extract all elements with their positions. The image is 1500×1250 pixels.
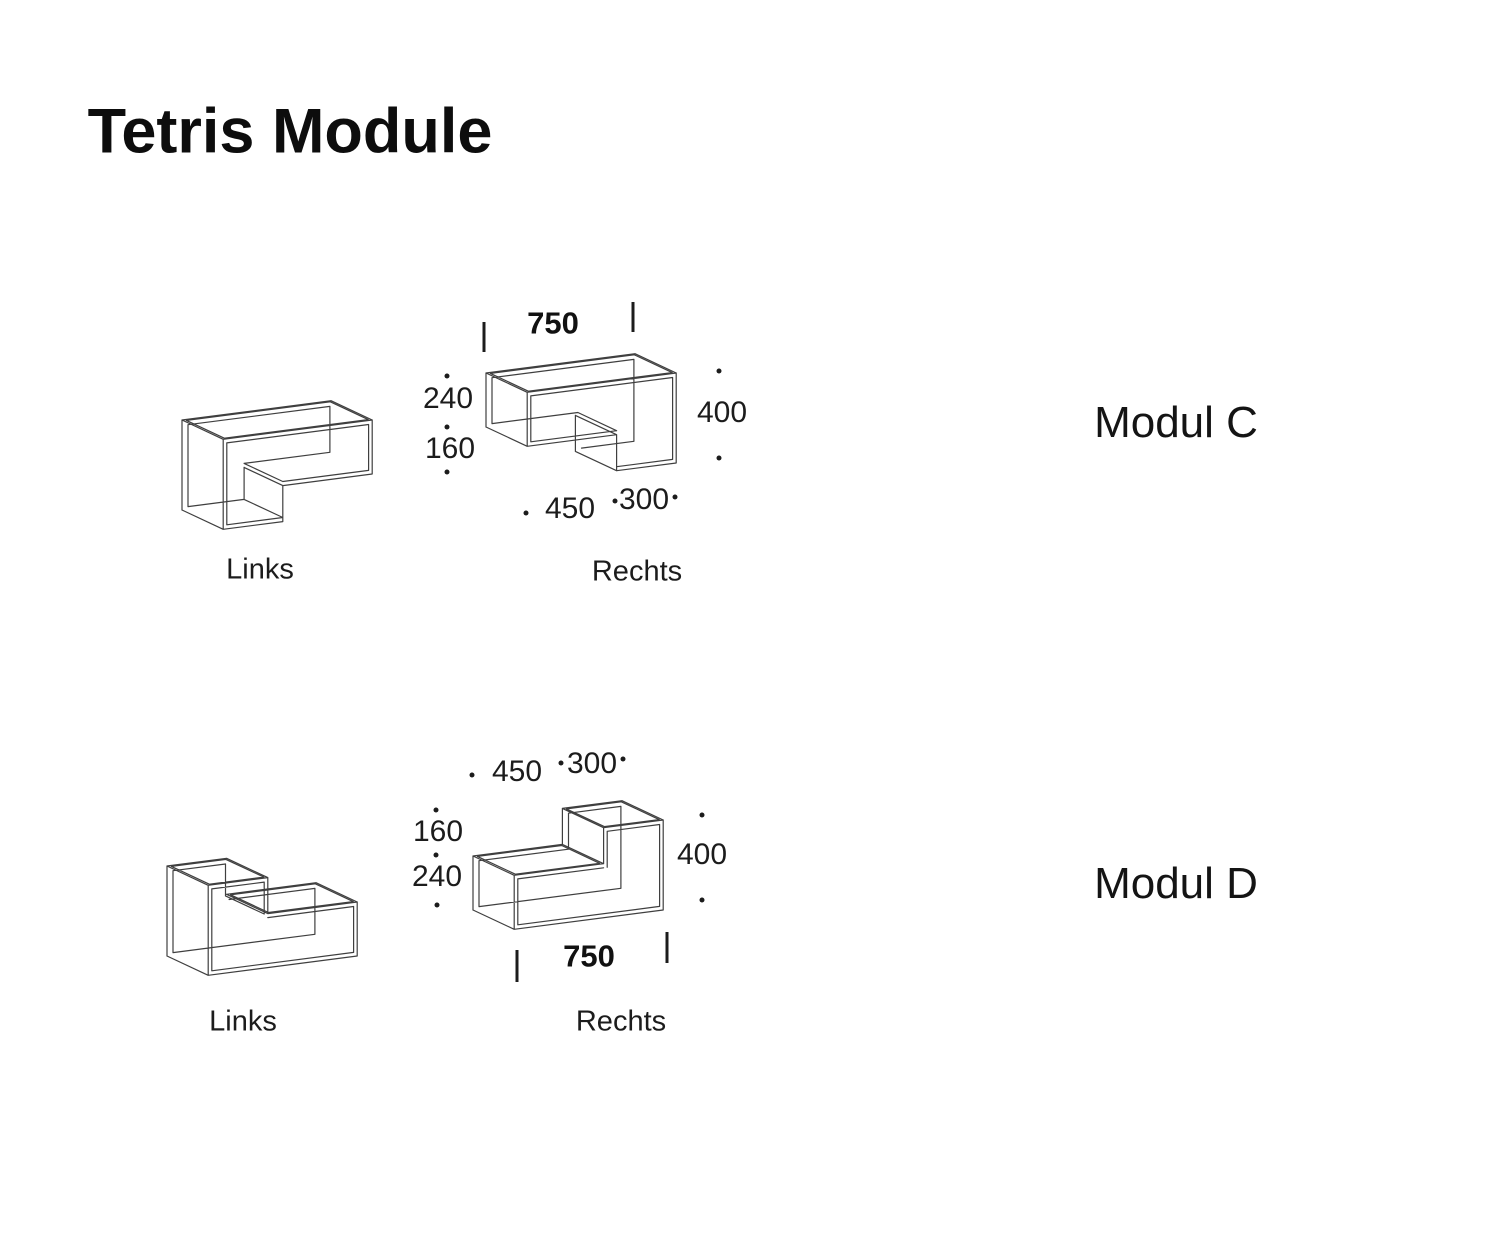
dim-dot [444,469,450,475]
page-title: Tetris Module [87,96,493,167]
dim-right-width-modul-d: 300 [566,747,618,780]
dim-total-height-modul-c: 400 [696,396,748,429]
dim-dot [612,498,618,504]
dim-top-height-modul-c: 240 [422,382,474,415]
modul-c-rechts-drawing [485,353,677,472]
modul-d-links-drawing [166,857,358,976]
dim-dot [620,756,626,762]
variant-label-links-modul-c: Links [226,553,294,586]
dim-dot [558,760,564,766]
dim-total-width-modul-d: 750 [563,938,615,974]
furniture-outline [485,353,677,472]
dim-dot [699,812,705,818]
module-name-d: Modul D [1094,859,1258,908]
dim-left-width-modul-c: 450 [544,492,596,525]
dim-total-width-modul-c: 750 [527,305,579,341]
dimension-ticks-modul-d [515,932,669,982]
dim-step-height-modul-c: 160 [424,432,476,465]
module-name-c: Modul C [1094,398,1258,447]
furniture-outline [472,800,664,930]
furniture-outline [166,857,358,976]
modul-c-links-drawing [181,400,373,530]
dimension-ticks-modul-c [482,302,635,352]
dim-bottom-height-modul-d: 240 [411,860,463,893]
dim-right-width-modul-c: 300 [618,483,670,516]
dim-dot [699,897,705,903]
dim-total-height-modul-d: 400 [676,838,728,871]
dim-dot [523,510,529,516]
variant-label-rechts-modul-c: Rechts [591,555,683,588]
dimension-dots-modul-d [433,756,705,908]
furniture-outline [181,400,373,530]
dim-step-height-modul-d: 160 [412,815,464,848]
variant-label-rechts-modul-d: Rechts [575,1005,667,1038]
dim-dot [444,373,450,379]
dim-dot [716,455,722,461]
dim-dot [433,852,439,858]
dim-dot [469,772,475,778]
variant-label-links-modul-d: Links [209,1005,277,1038]
dim-dot [433,807,439,813]
dim-dot [672,494,678,500]
dim-left-width-modul-d: 450 [491,755,543,788]
dim-dot [434,902,440,908]
dim-dot [444,424,450,430]
modul-d-rechts-drawing [472,800,664,930]
dim-dot [716,368,722,374]
dimension-dots-modul-c [444,368,722,516]
